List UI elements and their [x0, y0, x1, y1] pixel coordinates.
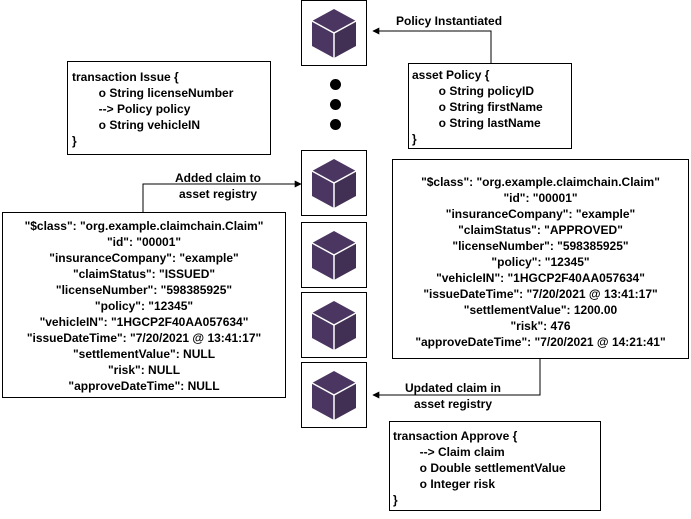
claim-field: "licenseNumber": "598385925": [55, 283, 233, 297]
code-line: transaction Approve {: [393, 429, 518, 443]
claim-field: "vehicleIN": "1HGCP2F40AA057634": [436, 271, 645, 285]
claim-block-1: [301, 150, 367, 216]
cube-icon: [311, 231, 357, 280]
claim-field: "id": "00001": [106, 235, 182, 249]
claim-field: "risk": NULL: [107, 363, 181, 377]
claim-field: "settlementValue": NULL: [72, 347, 216, 361]
code-line: o String licenseNumber: [72, 86, 234, 100]
claim-field: "licenseNumber": "598385925": [452, 239, 629, 253]
label-line: asset registry: [413, 397, 493, 411]
code-line: }: [412, 132, 417, 146]
label-line: asset registry: [178, 187, 258, 201]
ellipsis-dot: [330, 99, 341, 110]
claim-issued-box: "$class": "org.example.claimchain.Claim"…: [2, 212, 286, 398]
claim-block-4: [301, 362, 367, 428]
ellipsis-dot: [330, 79, 341, 90]
updated-claim-label: Updated claim in asset registry: [388, 380, 518, 412]
claim-field: "id": "00001": [503, 191, 578, 205]
transaction-approve-box: transaction Approve { --> Claim claim o …: [389, 421, 601, 511]
cube-icon: [311, 159, 357, 208]
claim-field: "vehicleIN": "1HGCP2F40AA057634": [39, 315, 249, 329]
code-line: o String policyID: [412, 84, 535, 98]
claim-field: "policy": "12345": [94, 299, 194, 313]
claim-field: "settlementValue": 1200.00: [463, 303, 618, 317]
cube-icon: [311, 9, 357, 58]
code-line: o String lastName: [412, 116, 541, 130]
code-line: o Integer risk: [393, 477, 496, 491]
claim-field: "$class": "org.example.claimchain.Claim": [24, 219, 264, 233]
code-line: --> Claim claim: [393, 445, 505, 459]
cube-icon: [311, 371, 357, 420]
claim-field: "insuranceCompany": "example": [49, 251, 239, 265]
added-claim-label: Added claim to asset registry: [153, 170, 283, 202]
claim-field: "claimStatus": "APPROVED": [458, 223, 623, 237]
claim-field: "issueDateTime": "7/20/2021 @ 13:41:17": [26, 331, 262, 345]
claim-block-3: [301, 292, 367, 358]
policy-instantiated-label: Policy Instantiated: [396, 14, 503, 28]
code-line: --> Policy policy: [72, 102, 191, 116]
added-claim-arrow: [142, 180, 302, 212]
code-line: asset Policy {: [412, 68, 490, 82]
updated-claim-arrow: [372, 359, 541, 399]
code-line: o String firstName: [412, 100, 543, 114]
asset-policy-box: asset Policy { o String policyID o Strin…: [408, 63, 572, 149]
claim-field: "insuranceCompany": "example": [445, 207, 636, 221]
claim-field: "approveDateTime": NULL: [68, 379, 220, 393]
code-line: }: [72, 134, 77, 148]
transaction-issue-box: transaction Issue { o String licenseNumb…: [67, 61, 271, 155]
policy-block: [301, 0, 367, 66]
label-line: Added claim to: [174, 171, 261, 185]
code-line: transaction Issue {: [72, 70, 179, 84]
claim-field: "approveDateTime": "7/20/2021 @ 14:21:41…: [415, 335, 666, 349]
claim-field: "claimStatus": "ISSUED": [72, 267, 216, 281]
ellipsis-dot: [330, 119, 341, 130]
claim-block-2: [301, 222, 367, 288]
code-line: o String vehicleIN: [72, 118, 201, 132]
claim-field: "policy": "12345": [491, 255, 590, 269]
claim-field: "risk": 476: [510, 319, 571, 333]
claim-approved-box: "$class": "org.example.claimchain.Claim"…: [392, 159, 689, 359]
label-line: Updated claim in: [404, 381, 502, 395]
policy-instantiated-arrow: [372, 27, 492, 63]
cube-icon: [311, 301, 357, 350]
code-line: o Double settlementValue: [393, 461, 566, 475]
claim-field: "issueDateTime": "7/20/2021 @ 13:41:17": [423, 287, 658, 301]
claim-field: "$class": "org.example.claimchain.Claim": [421, 175, 660, 189]
code-line: }: [393, 493, 398, 507]
